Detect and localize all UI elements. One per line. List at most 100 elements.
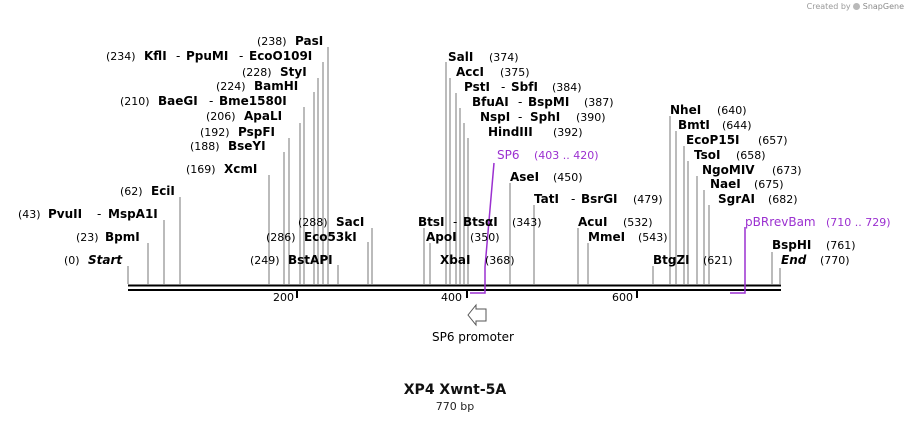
site-position: (224) xyxy=(216,80,246,93)
site-name: MmeI xyxy=(588,230,625,244)
primer-pbrrevbam[interactable]: pBRrevBam (710 .. 729) xyxy=(730,215,891,294)
site-name: HindIII xyxy=(488,125,533,139)
site-name: BamHI xyxy=(254,79,298,93)
svg-text:-: - xyxy=(518,95,522,109)
primer-label: pBRrevBam xyxy=(745,215,816,229)
site-position: (286) xyxy=(266,231,296,244)
primer-label: SP6 xyxy=(497,148,520,162)
site-position: (532) xyxy=(623,216,653,229)
site-position: (374) xyxy=(489,51,519,64)
tick-label: 400 xyxy=(441,291,462,304)
site-name: AcuI xyxy=(578,215,607,229)
tick-label: 200 xyxy=(273,291,294,304)
site-position: (62) xyxy=(120,185,143,198)
site-position: (658) xyxy=(736,149,766,162)
site-name: SbfI xyxy=(511,80,538,94)
map-length: 770 bp xyxy=(435,400,475,413)
site-name: EcoP15I xyxy=(686,133,740,147)
site-name: BmtI xyxy=(678,118,710,132)
site-position: (644) xyxy=(722,119,752,132)
feature-label: SP6 promoter xyxy=(432,330,514,344)
site-position: (238) xyxy=(257,35,287,48)
tick-label: 600 xyxy=(612,291,633,304)
site-position: (0) xyxy=(64,254,80,267)
svg-text:-: - xyxy=(571,192,575,206)
site-name: NspI xyxy=(480,110,510,124)
site-name: KflI xyxy=(144,49,167,63)
site-name: EciI xyxy=(151,184,175,198)
site-name: SalI xyxy=(448,50,473,64)
site-name: PvuII xyxy=(48,207,82,221)
site-name: AseI xyxy=(510,170,539,184)
site-position: (375) xyxy=(500,66,530,79)
site-name: NgoMIV xyxy=(702,163,755,177)
site-position: (450) xyxy=(553,171,583,184)
site-name: BtsαI xyxy=(463,215,498,229)
site-name: BstAPI xyxy=(288,253,333,267)
site-position: (543) xyxy=(638,231,668,244)
site-position: (234) xyxy=(106,50,136,63)
site-name: SphI xyxy=(530,110,560,124)
site-position: (210) xyxy=(120,95,150,108)
site-position: (192) xyxy=(200,126,230,139)
site-position: (228) xyxy=(242,66,272,79)
site-name: PasI xyxy=(295,34,323,48)
site-name: End xyxy=(781,253,807,267)
svg-text:-: - xyxy=(209,94,213,108)
site-name: BfuAI xyxy=(472,95,509,109)
site-name: ApaLI xyxy=(244,109,282,123)
site-name: MspA1I xyxy=(108,207,158,221)
map-title: XP4 Xwnt-5A xyxy=(403,382,507,398)
primer-sp6[interactable]: SP6 (403 .. 420) xyxy=(470,148,599,294)
site-position: (673) xyxy=(772,164,802,177)
site-name: BspHI xyxy=(772,238,811,252)
site-position: (761) xyxy=(826,239,856,252)
site-position: (249) xyxy=(250,254,280,267)
site-position: (770) xyxy=(820,254,850,267)
feature-sp6-promoter[interactable]: SP6 promoter xyxy=(432,303,514,344)
site-position: (188) xyxy=(190,140,220,153)
site-position: (350) xyxy=(470,231,500,244)
dna-backbone xyxy=(128,284,781,291)
site-name: TatI xyxy=(534,192,559,206)
credit-prefix: Created by xyxy=(806,2,851,11)
site-position: (288) xyxy=(298,216,328,229)
primer-range: (710 .. 729) xyxy=(826,216,891,229)
site-name: SgrAI xyxy=(718,192,755,206)
site-name: EcoO109I xyxy=(249,49,312,63)
site-position: (390) xyxy=(576,111,606,124)
site-position: (23) xyxy=(76,231,99,244)
site-name: Bme1580I xyxy=(219,94,287,108)
site-name: NheI xyxy=(670,103,701,117)
snapgene-logo-icon xyxy=(853,3,861,10)
svg-text:-: - xyxy=(176,49,180,63)
site-name: SacI xyxy=(336,215,364,229)
site-labels-left: (0) Start (23) BpmI (43) PvuII - MspA1I … xyxy=(18,34,364,267)
site-position: (621) xyxy=(703,254,733,267)
site-position: (384) xyxy=(552,81,582,94)
site-position: (657) xyxy=(758,134,788,147)
site-name: PpuMI xyxy=(186,49,228,63)
site-name: NaeI xyxy=(710,177,741,191)
site-position: (206) xyxy=(206,110,236,123)
site-name: BpmI xyxy=(105,230,140,244)
site-name: ApoI xyxy=(426,230,457,244)
site-position: (43) xyxy=(18,208,41,221)
site-name: BsrGI xyxy=(581,192,618,206)
site-connectors xyxy=(127,47,781,284)
site-name: XbaI xyxy=(440,253,470,267)
site-name: BtsI xyxy=(418,215,445,229)
svg-text:-: - xyxy=(453,215,457,229)
site-name: BaeGI xyxy=(158,94,198,108)
site-name: Start xyxy=(88,253,123,267)
site-name: BspMI xyxy=(528,95,569,109)
site-name: Eco53kI xyxy=(304,230,357,244)
site-labels-right: SalI (374) AccI (375) PstI - SbfI (384) … xyxy=(418,50,856,267)
site-name: AccI xyxy=(456,65,484,79)
site-position: (368) xyxy=(485,254,515,267)
svg-text:-: - xyxy=(239,49,243,63)
site-position: (682) xyxy=(768,193,798,206)
snapgene-credit: Created by SnapGene xyxy=(807,2,904,11)
site-name: PspFI xyxy=(238,125,275,139)
